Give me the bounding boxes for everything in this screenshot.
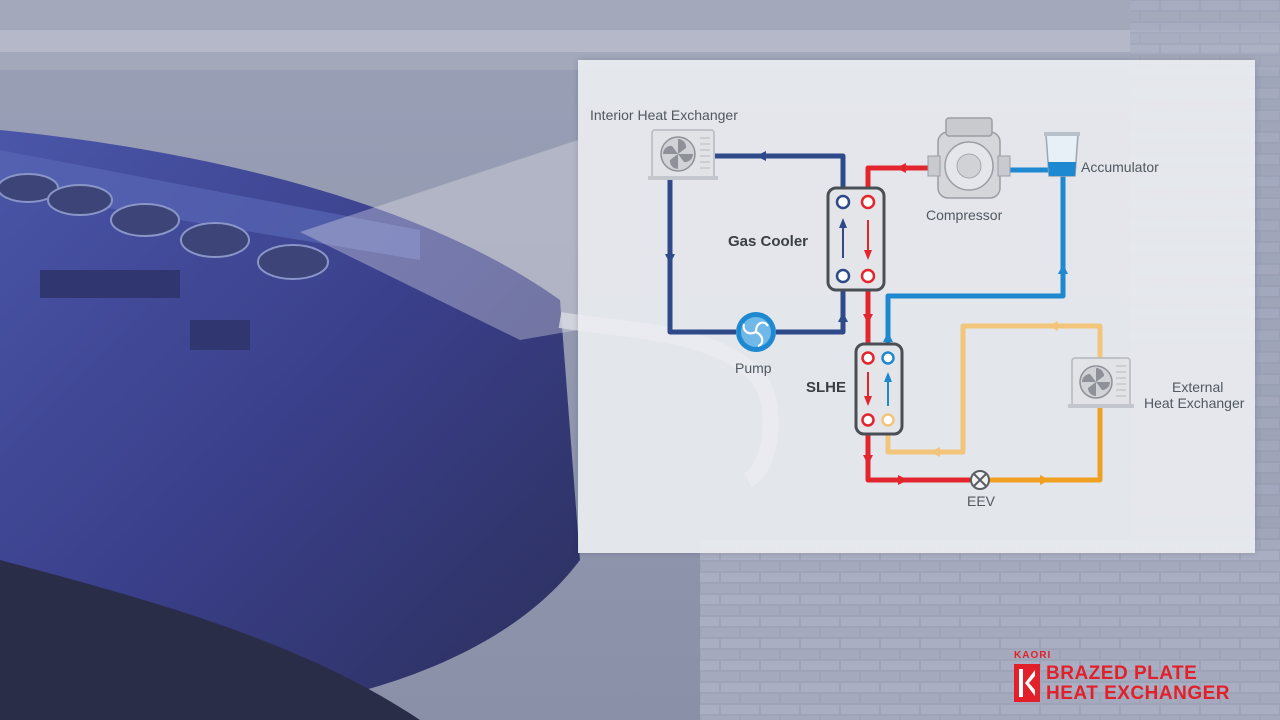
circuit-svg: Interior Heat Exchanger Gas Cooler Compr… xyxy=(590,107,1245,509)
low-pressure-warm-line xyxy=(885,323,1103,455)
pump-label: Pump xyxy=(735,360,772,376)
brand-small-text: KAORI xyxy=(1014,650,1052,661)
eev-label: EEV xyxy=(967,493,996,509)
slhe-label: SLHE xyxy=(806,379,846,396)
gas-cooler-bphe xyxy=(826,186,886,292)
eev-valve-icon xyxy=(970,470,990,490)
suction-line xyxy=(885,167,1066,350)
external-heat-exchanger-unit xyxy=(1068,357,1134,408)
gas-cooler-label: Gas Cooler xyxy=(728,233,808,250)
brand-line2: HEAT EXCHANGER xyxy=(1046,683,1230,704)
compressor-unit xyxy=(927,117,1011,199)
slhe-bphe xyxy=(854,342,904,436)
low-pressure-orange-line xyxy=(986,405,1103,483)
brand-line1: BRAZED PLATE xyxy=(1046,663,1198,684)
fan-icon xyxy=(1082,368,1110,396)
pump-unit xyxy=(736,312,776,352)
interior-heat-exchanger-unit xyxy=(648,129,718,180)
refrigerant-circuit-diagram: Interior Heat Exchanger Gas Cooler Compr… xyxy=(578,60,1255,553)
brand-logo: KAORI BRAZED PLATE HEAT EXCHANGER xyxy=(1012,650,1262,706)
accumulator-label: Accumulator xyxy=(1081,159,1159,175)
compressor-label: Compressor xyxy=(926,207,1003,223)
external-heat-exchanger-label-line1: External xyxy=(1172,379,1223,395)
interior-heat-exchanger-label: Interior Heat Exchanger xyxy=(590,107,738,123)
brand-mark-icon xyxy=(1014,664,1040,702)
external-heat-exchanger-label-line2: Heat Exchanger xyxy=(1144,395,1245,411)
fan-icon xyxy=(662,138,694,170)
flow-arrows xyxy=(665,151,1068,485)
pump-impeller-icon xyxy=(742,321,769,348)
accumulator-unit xyxy=(1044,132,1080,177)
